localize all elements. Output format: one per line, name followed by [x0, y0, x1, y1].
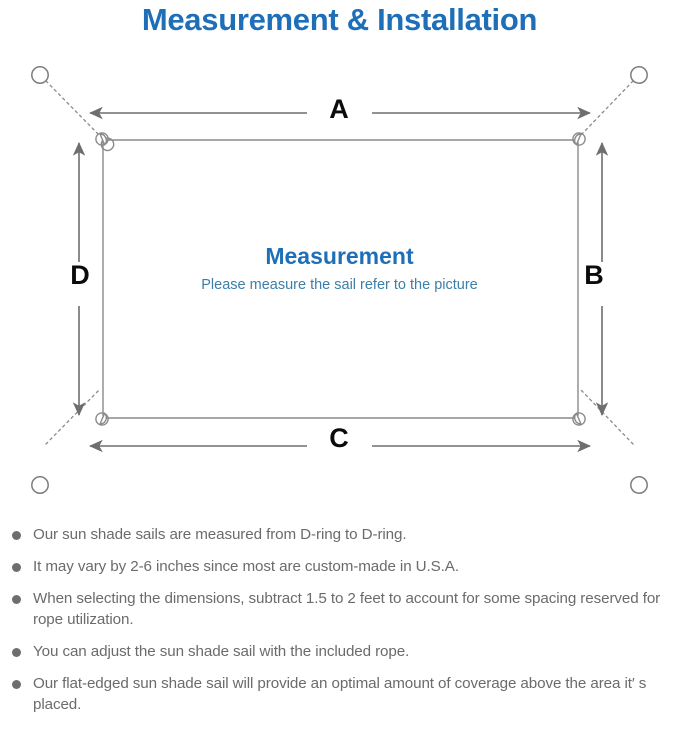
list-item: You can adjust the sun shade sail with t… [0, 641, 679, 662]
d-ring-flat-top-left [98, 133, 107, 146]
note-text: You can adjust the sun shade sail with t… [33, 643, 410, 660]
d-ring-top-right-loop [572, 132, 586, 146]
note-text: Our sun shade sails are measured from D-… [33, 526, 407, 543]
rope-bottom-left [45, 389, 100, 445]
note-text: It may vary by 2-6 inches since most are… [33, 558, 459, 575]
rope-top-right [580, 80, 634, 136]
rope-top-left [45, 80, 100, 136]
d-rings [95, 132, 586, 426]
d-ring-flat-bottom-right [574, 412, 583, 425]
d-ring-top-left-loop [95, 132, 109, 146]
rope-bottom-right [580, 389, 634, 445]
bullet-icon [12, 531, 21, 540]
d-ring-flat-bottom-left [98, 412, 107, 425]
d-ring-bottom-left-loop [95, 412, 109, 426]
dimension-label-a: A [329, 94, 349, 124]
list-item: Our flat-edged sun shade sail will provi… [0, 673, 679, 715]
anchor-bottom-left [31, 476, 49, 494]
note-text: Our flat-edged sun shade sail will provi… [33, 675, 647, 713]
list-item: When selecting the dimensions, subtract … [0, 588, 679, 630]
sail-body [102, 139, 579, 419]
anchor-top-left [31, 66, 49, 84]
dimension-label-b: B [584, 260, 604, 290]
bullet-icon [12, 680, 21, 689]
note-text: When selecting the dimensions, subtract … [33, 590, 661, 628]
notes-list: Our sun shade sails are measured from D-… [0, 524, 679, 726]
anchor-top-right [630, 66, 648, 84]
dimension-label-d: D [70, 260, 90, 290]
sail-center-title: Measurement [265, 243, 414, 269]
anchor-bottom-right [630, 476, 648, 494]
bullet-icon [12, 563, 21, 572]
dimension-label-c: C [329, 423, 349, 453]
anchor-points [31, 66, 648, 494]
rope-lines [45, 80, 634, 445]
bullet-icon [12, 595, 21, 604]
shade-sail-measurement-diagram [0, 40, 679, 520]
d-ring-bottom-right-loop [572, 412, 586, 426]
page-title: Measurement & Installation [141, 2, 538, 37]
sail-center-subtitle: Please measure the sail refer to the pic… [201, 277, 478, 293]
list-item: Our sun shade sails are measured from D-… [0, 524, 679, 545]
list-item: It may vary by 2-6 inches since most are… [0, 556, 679, 577]
d-ring-flat-top-right [574, 133, 583, 146]
d-ring-flats [98, 133, 583, 425]
bullet-icon [12, 648, 21, 657]
